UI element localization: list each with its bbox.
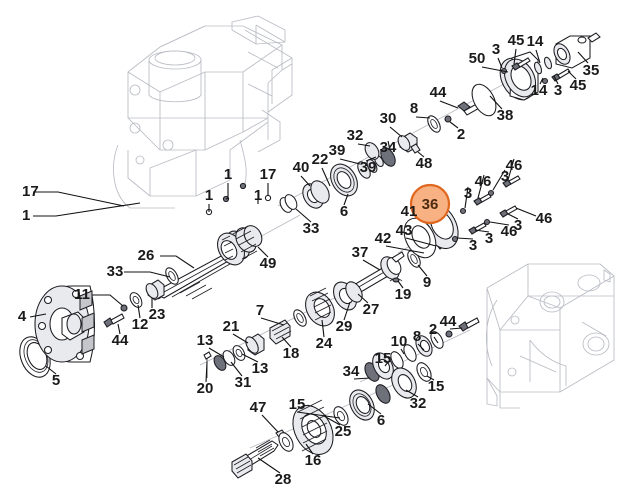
callout-number: 33 xyxy=(107,263,124,280)
callout-number: 43 xyxy=(396,222,413,239)
callout-number: 13 xyxy=(197,332,214,349)
callout-number: 3 xyxy=(514,217,522,234)
callout-number: 27 xyxy=(363,301,380,318)
assembly-brake-drum xyxy=(19,267,179,378)
callout-number: 1 xyxy=(254,187,262,204)
leader-lines xyxy=(29,48,589,474)
callout-number: 18 xyxy=(283,345,300,362)
callout-number: 46 xyxy=(501,223,518,240)
callout-number: 24 xyxy=(316,335,333,352)
callout-number: 6 xyxy=(340,203,348,220)
callout-number: 45 xyxy=(570,77,587,94)
callout-number: 3 xyxy=(469,237,477,254)
callout-number: 28 xyxy=(275,471,292,488)
callout-number: 32 xyxy=(347,127,364,144)
callout-number: 46 xyxy=(506,157,523,174)
callout-number: 38 xyxy=(497,107,514,124)
callout-number: 3 xyxy=(554,82,562,99)
callout-number: 20 xyxy=(197,380,214,397)
callout-number: 6 xyxy=(377,412,385,429)
callout-number: 50 xyxy=(469,50,486,67)
callout-number: 8 xyxy=(410,100,418,117)
highlight-circle[interactable] xyxy=(409,183,451,225)
callout-number: 19 xyxy=(395,286,412,303)
callout-number: 46 xyxy=(475,173,492,190)
ghost-housing-right xyxy=(486,263,615,409)
callout-number: 13 xyxy=(252,360,269,377)
callout-number: 9 xyxy=(423,274,431,291)
callout-number: 44 xyxy=(112,332,129,349)
callout-number: 22 xyxy=(312,151,329,168)
callout-number: 46 xyxy=(536,210,553,227)
callout-number: 14 xyxy=(531,82,548,99)
callout-number: 15 xyxy=(375,350,392,367)
callout-number: 41 xyxy=(401,203,418,220)
callout-number: 1 xyxy=(205,187,213,204)
callout-number: 32 xyxy=(410,395,427,412)
callout-number: 8 xyxy=(413,328,421,345)
callout-number: 25 xyxy=(335,423,352,440)
callout-number: 49 xyxy=(260,255,277,272)
callout-number: 34 xyxy=(343,363,360,380)
callout-number: 11 xyxy=(74,286,90,303)
callout-number: 1 xyxy=(224,166,232,183)
callout-number: 40 xyxy=(293,159,310,176)
callout-number: 37 xyxy=(352,244,369,261)
callout-number: 33 xyxy=(303,220,320,237)
callout-number: 16 xyxy=(305,452,322,469)
callout-number: 15 xyxy=(289,396,306,413)
callout-number: 35 xyxy=(583,62,600,79)
callout-number: 31 xyxy=(235,374,252,391)
callout-number: 7 xyxy=(256,302,264,319)
assembly-middle-shaft xyxy=(346,175,521,299)
assembly-lower-right xyxy=(364,317,480,382)
callout-number: 39 xyxy=(329,142,346,159)
callout-number: 15 xyxy=(428,378,445,395)
callout-number: 48 xyxy=(416,155,433,172)
assembly-lower-middle xyxy=(203,281,363,378)
callout-number: 10 xyxy=(391,333,408,350)
callout-number: 47 xyxy=(250,399,267,416)
callout-number: 39 xyxy=(360,159,377,176)
callout-number: 29 xyxy=(336,318,353,335)
callout-number: 1 xyxy=(22,207,30,224)
callout-number: 17 xyxy=(22,183,39,200)
callout-number: 2 xyxy=(429,321,437,338)
callout-number: 34 xyxy=(380,139,397,156)
callout-number: 30 xyxy=(380,110,397,127)
callout-number: 3 xyxy=(492,41,500,58)
callout-number: 23 xyxy=(149,306,166,323)
callout-number: 17 xyxy=(260,166,277,183)
callout-number: 4 xyxy=(18,308,27,325)
assembly-bottom-shaft xyxy=(231,362,432,479)
highlight-label: 36 xyxy=(422,196,439,213)
callout-number: 21 xyxy=(223,318,240,335)
callout-number: 5 xyxy=(52,372,60,389)
highlight-marker-36[interactable]: 36 xyxy=(409,183,451,225)
callout-number: 26 xyxy=(138,247,155,264)
callout-number: 42 xyxy=(375,230,392,247)
callout-number: 3 xyxy=(464,185,472,202)
callout-number: 44 xyxy=(430,84,447,101)
ghost-housing-left xyxy=(113,15,293,209)
callout-number: 44 xyxy=(440,313,457,330)
callout-number: 12 xyxy=(132,316,149,333)
assembly-main-shaft xyxy=(152,32,601,300)
callout-number: 2 xyxy=(457,126,465,143)
callout-number: 3 xyxy=(501,168,509,185)
callout-number: 3 xyxy=(485,230,493,247)
callout-number: 14 xyxy=(527,33,544,50)
callout-number: 45 xyxy=(508,32,525,49)
